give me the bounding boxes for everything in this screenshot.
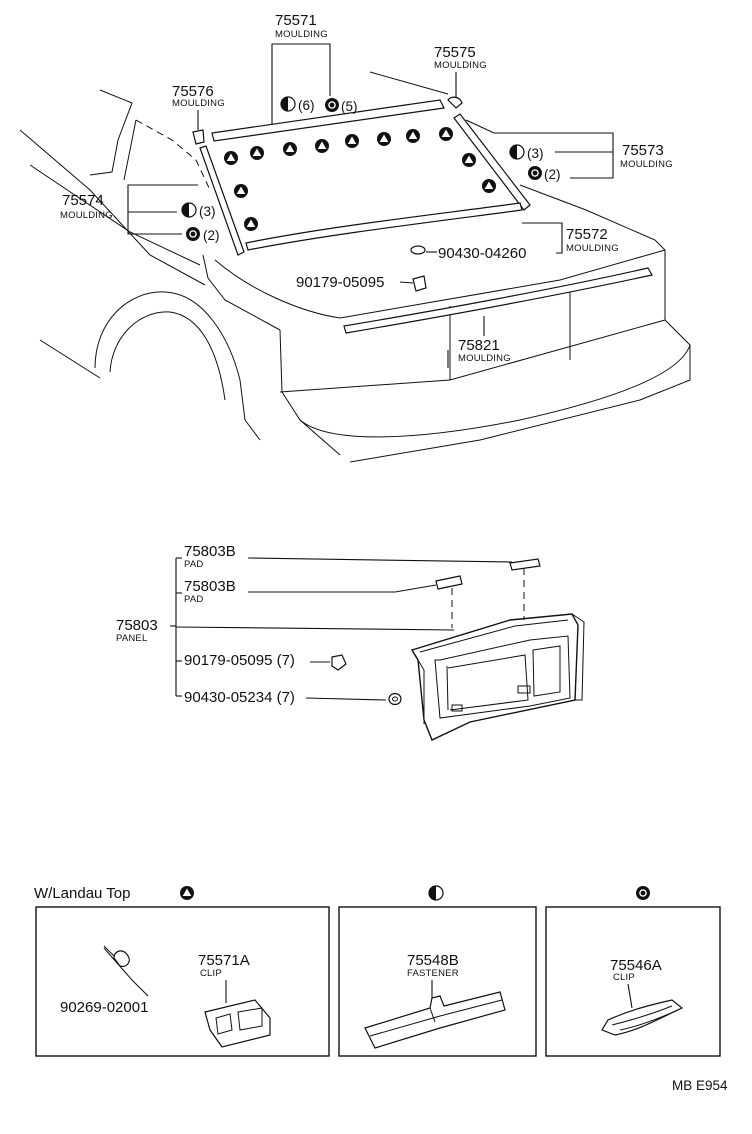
clip-90430-04260-shape [410, 245, 426, 255]
svg-text:75571A: 75571A [198, 952, 250, 969]
svg-text:MOULDING: MOULDING [60, 210, 113, 221]
svg-text:CLIP: CLIP [200, 968, 222, 979]
svg-text:75572: 75572 [566, 226, 608, 243]
diagram-code: MB E954 [672, 1078, 728, 1093]
svg-text:PAD: PAD [184, 559, 203, 570]
svg-text:MOULDING: MOULDING [458, 353, 511, 364]
screw-90179-05095-shape [412, 275, 427, 292]
svg-text:75575: 75575 [434, 44, 476, 61]
svg-text:W/Landau Top: W/Landau Top [34, 885, 130, 902]
callout-75575: 75575 MOULDING [434, 44, 487, 98]
screw-shape [331, 654, 347, 671]
svg-text:(2): (2) [203, 228, 220, 243]
legend-section: W/Landau Top 90269-02001 75571A CLIP 755… [34, 885, 721, 1057]
svg-text:(2): (2) [544, 167, 561, 182]
legend-box-1 [35, 906, 330, 1057]
legend-box-3 [545, 906, 721, 1057]
svg-text:(3): (3) [527, 146, 544, 161]
moulding-parts [192, 96, 653, 334]
moulding-75576-shape [192, 129, 205, 145]
svg-text:75546A: 75546A [610, 957, 662, 974]
svg-text:PANEL: PANEL [116, 633, 147, 644]
svg-text:75573: 75573 [622, 142, 664, 159]
svg-text:90430-04260: 90430-04260 [438, 245, 526, 262]
svg-text:CLIP: CLIP [613, 972, 635, 983]
svg-text:(5): (5) [341, 99, 358, 114]
svg-text:FASTENER: FASTENER [407, 968, 459, 979]
svg-text:(3): (3) [199, 204, 216, 219]
moulding-75575-shape [447, 96, 463, 109]
callout-75571: 75571 MOULDING (6) (5) [271, 12, 358, 125]
svg-text:MOULDING: MOULDING [434, 60, 487, 71]
moulding-75571-shape [211, 99, 445, 142]
clip-75546A-shape [601, 999, 684, 1036]
svg-text:75803B: 75803B [184, 543, 236, 560]
callout-90179-05095: 90179-05095 [296, 274, 414, 291]
callout-75572: 75572 MOULDING [522, 222, 619, 254]
svg-text:90179-05095 (7): 90179-05095 (7) [184, 652, 295, 669]
clip-75571A-shape [204, 999, 271, 1048]
moulding-75573-shape [453, 113, 531, 211]
fastener-75548B-shape [364, 991, 506, 1049]
svg-text:(6): (6) [298, 98, 315, 113]
svg-text:MOULDING: MOULDING [275, 29, 328, 40]
svg-text:75574: 75574 [62, 192, 104, 209]
svg-text:MOULDING: MOULDING [620, 159, 673, 170]
svg-text:75821: 75821 [458, 337, 500, 354]
pin-90269-02001-shape [103, 945, 149, 997]
nut-shape [388, 692, 402, 706]
callout-75574: 75574 MOULDING (3) (2) [60, 184, 220, 243]
pad-2-shape [509, 558, 541, 571]
panel-group: 75803B PAD 75803B PAD 75803 PANEL 90179-… [116, 543, 585, 741]
car-body-outline [19, 71, 691, 463]
callout-75821: 75821 MOULDING [447, 316, 511, 368]
svg-text:75548B: 75548B [407, 952, 459, 969]
legend-box-2 [338, 906, 537, 1057]
callout-90430-04260: 90430-04260 [426, 245, 526, 262]
svg-text:90430-05234 (7): 90430-05234 (7) [184, 689, 295, 706]
panel-75803-shape [410, 613, 585, 741]
svg-text:75803B: 75803B [184, 578, 236, 595]
moulding-75572-shape [245, 202, 523, 251]
svg-text:90179-05095: 90179-05095 [296, 274, 384, 291]
callout-75576: 75576 MOULDING [172, 83, 225, 130]
svg-text:75571: 75571 [275, 12, 317, 29]
moulding-75574-shape [199, 145, 245, 256]
pad-1-shape [435, 575, 463, 590]
svg-text:90269-02001: 90269-02001 [60, 999, 148, 1016]
svg-text:75576: 75576 [172, 83, 214, 100]
moulding-75821-shape [343, 267, 653, 334]
svg-text:MOULDING: MOULDING [566, 243, 619, 254]
callout-75573: 75573 MOULDING (3) (2) [465, 119, 673, 182]
svg-text:PAD: PAD [184, 594, 203, 605]
svg-text:MOULDING: MOULDING [172, 98, 225, 109]
svg-text:75803: 75803 [116, 617, 158, 634]
